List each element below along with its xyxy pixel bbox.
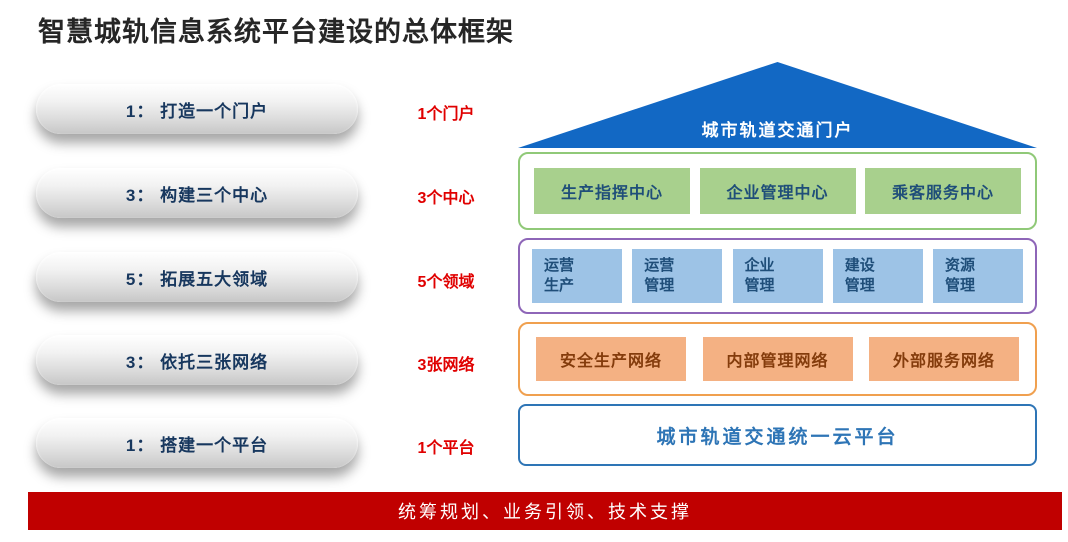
domain-box: 企业 管理 xyxy=(732,249,823,303)
cloud-platform-box: 城市轨道交通统一云平台 xyxy=(518,404,1037,466)
domain-line: 管理 xyxy=(945,277,976,294)
tag-five-domains: 5个领域 xyxy=(417,274,475,291)
pill-one-portal: 1： 打造一个门户 xyxy=(36,84,358,134)
center-box: 乘客服务中心 xyxy=(865,168,1021,214)
pill-label: 1： 打造一个门户 xyxy=(125,101,269,121)
domain-line: 运营 xyxy=(544,256,575,274)
roof-triangle-shape xyxy=(518,62,1037,148)
portal-roof-label: 城市轨道交通门户 xyxy=(701,121,854,140)
domain-line: 建设 xyxy=(844,256,875,274)
domain-line: 企业 xyxy=(744,256,775,274)
domains-band: 运营 生产 运营 管理 企业 管理 建设 管理 资源 管理 xyxy=(518,238,1037,314)
pill-label: 3： 依托三张网络 xyxy=(125,352,269,372)
domain-line: 运营 xyxy=(644,256,675,274)
pill-label: 5： 拓展五大领域 xyxy=(125,269,269,289)
footer-bar: 统筹规划、业务引领、技术支撑 xyxy=(28,492,1062,530)
domain-line: 管理 xyxy=(744,277,775,294)
page-title: 智慧城轨信息系统平台建设的总体框架 xyxy=(38,17,514,47)
network-box: 安全生产网络 xyxy=(536,337,686,381)
tag-three-centers: 3个中心 xyxy=(417,190,475,207)
network-box: 内部管理网络 xyxy=(702,337,853,381)
domain-box: 资源 管理 xyxy=(933,249,1023,303)
pill-three-networks: 3： 依托三张网络 xyxy=(36,335,358,385)
pill-five-domains: 5： 拓展五大领域 xyxy=(36,252,358,302)
pill-one-platform: 1： 搭建一个平台 xyxy=(36,418,358,468)
centers-band: 生产指挥中心 企业管理中心 乘客服务中心 xyxy=(518,152,1037,230)
networks-band: 安全生产网络 内部管理网络 外部服务网络 xyxy=(518,322,1037,396)
tag-one-platform: 1个平台 xyxy=(417,440,475,457)
pill-three-centers: 3： 构建三个中心 xyxy=(36,168,358,218)
domain-line: 管理 xyxy=(644,277,675,294)
pill-label: 3： 构建三个中心 xyxy=(125,185,269,205)
network-box: 外部服务网络 xyxy=(869,337,1019,381)
tag-one-portal: 1个门户 xyxy=(417,106,475,123)
domain-box: 运营 管理 xyxy=(632,249,723,303)
portal-roof: 城市轨道交通门户 xyxy=(518,62,1037,148)
center-box: 生产指挥中心 xyxy=(534,168,690,214)
domain-box: 建设 管理 xyxy=(832,249,923,303)
domain-line: 管理 xyxy=(844,277,875,294)
domain-line: 资源 xyxy=(945,256,976,274)
center-box: 企业管理中心 xyxy=(699,168,856,214)
domain-line: 生产 xyxy=(544,277,575,294)
domain-box: 运营 生产 xyxy=(532,249,622,303)
pill-label: 1： 搭建一个平台 xyxy=(125,435,269,455)
tag-three-networks: 3张网络 xyxy=(417,357,475,374)
